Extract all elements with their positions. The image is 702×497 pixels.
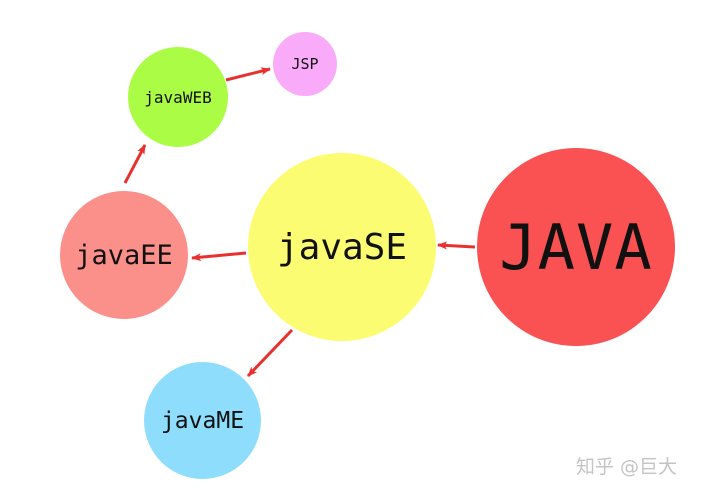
node-javase: javaSE xyxy=(248,153,436,341)
node-javaweb-label: javaWEB xyxy=(144,87,212,107)
node-java-label: JAVA xyxy=(499,210,653,284)
node-jsp-label: JSP xyxy=(291,55,319,73)
node-javaee-label: javaEE xyxy=(75,239,173,271)
zhihu-watermark: 知乎 @巨大 xyxy=(576,452,677,479)
node-javaee: javaEE xyxy=(60,191,188,319)
node-java: JAVA xyxy=(477,148,675,346)
edge-javaweb-to-jsp xyxy=(225,67,271,82)
edge-java-to-javase xyxy=(437,241,476,250)
node-jsp: JSP xyxy=(273,32,337,96)
node-javame-label: javaME xyxy=(160,407,245,434)
node-javame: javaME xyxy=(144,362,261,479)
node-javase-label: javaSE xyxy=(276,226,408,268)
edge-javase-to-javaee xyxy=(191,251,247,262)
node-javaweb: javaWEB xyxy=(128,47,228,147)
watermark-text: 知乎 @巨大 xyxy=(576,456,678,478)
edge-javaee-to-javaweb xyxy=(123,144,147,184)
edge-javase-to-javame xyxy=(246,328,294,378)
